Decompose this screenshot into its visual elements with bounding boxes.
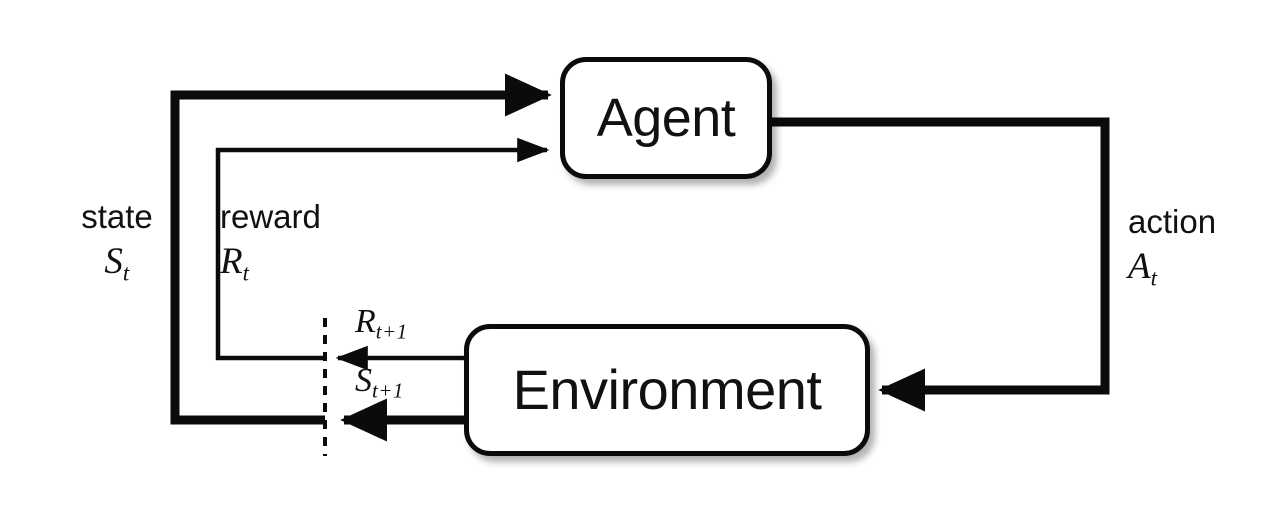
state-label-word: state bbox=[81, 198, 153, 235]
state-symbol-subscript: t bbox=[122, 259, 130, 285]
environment-node[interactable]: Environment bbox=[464, 324, 870, 456]
reward-label-symbol: Rt bbox=[220, 239, 370, 288]
agent-node-label: Agent bbox=[596, 88, 736, 148]
state-edge-label: state St bbox=[62, 198, 172, 288]
reward-label-word: reward bbox=[220, 198, 321, 235]
reward-symbol-base: R bbox=[220, 240, 243, 282]
action-edge-label: action At bbox=[1128, 203, 1268, 293]
reward-next-symbol-base: R bbox=[355, 303, 376, 340]
environment-node-label: Environment bbox=[512, 358, 822, 421]
action-symbol-base: A bbox=[1128, 245, 1151, 287]
state-symbol-base: S bbox=[104, 240, 123, 282]
edge-reward-to-agent bbox=[215, 137, 550, 361]
edge-action-to-environment bbox=[772, 117, 1110, 412]
state-label-symbol: St bbox=[62, 239, 172, 288]
edge-state-to-agent bbox=[170, 73, 552, 425]
reward-symbol-subscript: t bbox=[242, 259, 250, 285]
reward-next-label: Rt+1 bbox=[355, 305, 475, 342]
reward-next-symbol-subscript: t+1 bbox=[375, 319, 408, 344]
action-label-symbol: At bbox=[1128, 244, 1268, 293]
state-next-symbol-subscript: t+1 bbox=[372, 378, 404, 403]
state-next-symbol: St+1 bbox=[355, 362, 404, 403]
reward-edge-label: reward Rt bbox=[220, 198, 370, 288]
action-symbol-subscript: t bbox=[1150, 264, 1158, 290]
state-next-symbol-base: S bbox=[355, 362, 372, 399]
reward-next-symbol: Rt+1 bbox=[355, 303, 408, 344]
state-next-label: St+1 bbox=[355, 364, 475, 401]
agent-node[interactable]: Agent bbox=[560, 57, 772, 179]
action-label-word: action bbox=[1128, 203, 1217, 240]
